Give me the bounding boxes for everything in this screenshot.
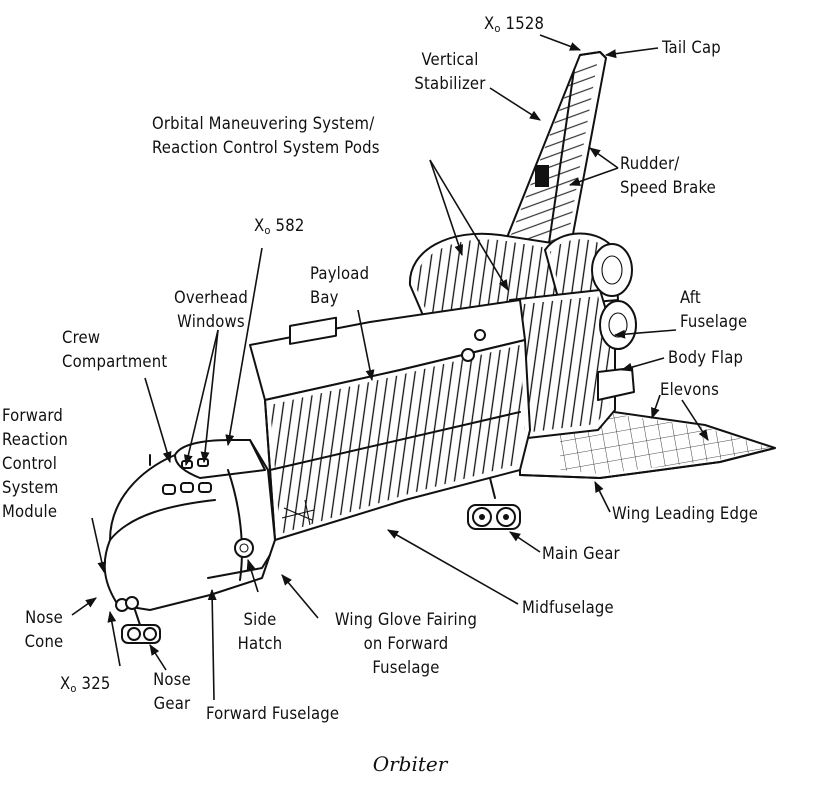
label-tail-cap: Tail Cap (662, 38, 721, 57)
label-elevons: Elevons (660, 380, 720, 399)
label-xo-1528: Xo 1528 (484, 14, 545, 35)
label-body-flap: Body Flap (668, 348, 744, 367)
label-oms-rcs-pods: Orbital Maneuvering System/Reaction Cont… (152, 114, 380, 157)
nose-gear-drawing (121, 609, 161, 644)
label-xo-325: Xo 325 (60, 674, 111, 695)
main-gear-drawing (467, 477, 521, 530)
label-rudder-speed-brake: Rudder/Speed Brake (620, 154, 716, 197)
leader-lines (71, 34, 709, 701)
label-midfuselage: Midfuselage (522, 598, 614, 617)
label-forward-fuselage: Forward Fuselage (206, 704, 340, 723)
label-main-gear: Main Gear (542, 544, 620, 563)
aft-fuselage-drawing (509, 243, 637, 441)
midfuselage-drawing (249, 299, 531, 541)
label-xo-582: Xo 582 (254, 216, 305, 237)
label-wing-leading-edge: Wing Leading Edge (612, 504, 759, 523)
figure-caption: Orbiter (372, 752, 448, 776)
forward-fuselage-drawing (103, 439, 276, 612)
